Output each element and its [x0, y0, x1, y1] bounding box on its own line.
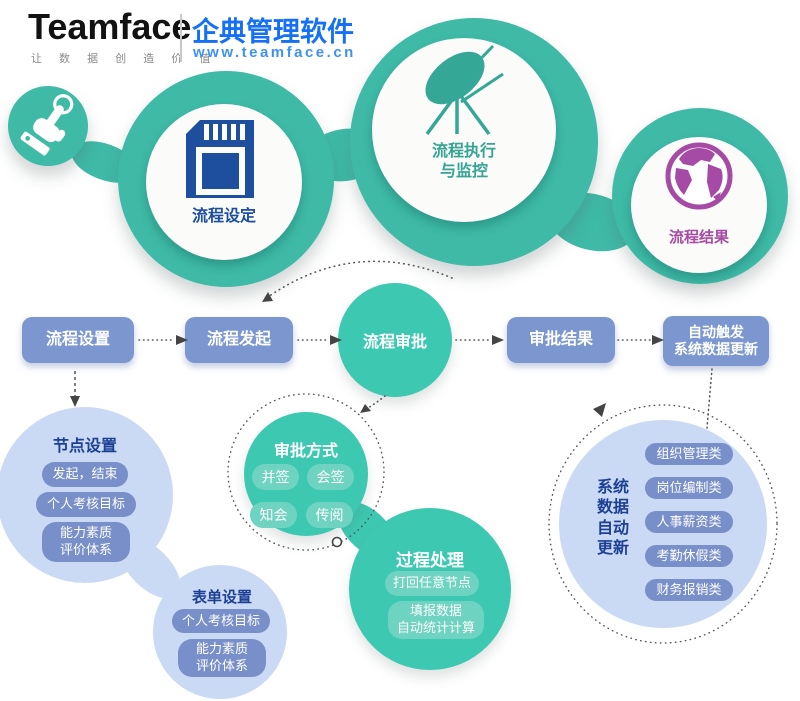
approval-method-item: 知会	[250, 502, 297, 528]
arrowhead	[360, 404, 371, 413]
line-autoupdate-down	[706, 368, 713, 429]
flow-step-approval-label: 流程审批	[362, 334, 427, 351]
node-settings-item: 个人考核目标	[36, 492, 136, 517]
stage2-label: 流程执行 与监控	[431, 143, 496, 180]
process-handling-title: 过程处理	[396, 551, 464, 570]
arrowhead	[593, 403, 606, 417]
form-settings-item: 能力素质 评价体系	[178, 639, 266, 677]
process-handling-item: 打回任意节点	[385, 571, 479, 596]
hand-click-icon	[20, 94, 74, 156]
brand-tagline: 让 数 据 创 造 价 值	[31, 53, 218, 65]
globe-icon	[665, 142, 733, 210]
stage3-label: 流程结果	[668, 229, 729, 246]
website-link[interactable]: www.teamface.cn	[193, 44, 356, 61]
satellite-dish-icon	[425, 44, 504, 136]
brand-logo: Teamface	[28, 6, 192, 47]
cycle-start-marker	[331, 536, 343, 548]
system-update-item: 岗位编制类	[645, 477, 733, 499]
flow-step-result: 审批结果	[507, 317, 615, 363]
arrowhead	[262, 292, 273, 302]
flow-card-icon	[186, 120, 254, 198]
approval-method-item: 会签	[307, 464, 354, 490]
system-update-item: 考勤休假类	[645, 545, 733, 567]
approval-method-item: 并签	[252, 464, 299, 490]
stage1-label: 流程设定	[191, 208, 256, 225]
system-update-item: 人事薪资类	[645, 511, 733, 533]
arrowhead	[70, 396, 80, 407]
process-handling-item: 填报数据 自动统计计算	[388, 601, 484, 639]
approval-methods-title: 审批方式	[273, 443, 338, 460]
form-settings-title: 表单设置	[191, 589, 252, 606]
arrow-approval-methods	[367, 395, 386, 409]
flow-step-settings: 流程设置	[22, 317, 134, 363]
product-name: 企典管理软件	[192, 17, 354, 47]
system-update-item: 财务报销类	[645, 579, 733, 601]
logo-divider	[180, 14, 182, 62]
flow-step-initiate: 流程发起	[185, 317, 293, 363]
flow-step-approval: 流程审批	[338, 283, 452, 397]
form-settings-item: 个人考核目标	[172, 609, 270, 633]
system-update-title: 系统 数据 自动 更新	[596, 479, 629, 558]
system-update-item: 组织管理类	[645, 443, 733, 465]
arrowhead	[492, 335, 504, 345]
flow-step-auto-update: 自动触发 系统数据更新	[663, 316, 769, 366]
node-settings-item: 能力素质 评价体系	[42, 522, 130, 562]
node-settings-item: 发起，结束	[42, 462, 128, 487]
node-settings-title: 节点设置	[52, 438, 117, 455]
approval-method-item: 传阅	[306, 502, 353, 528]
